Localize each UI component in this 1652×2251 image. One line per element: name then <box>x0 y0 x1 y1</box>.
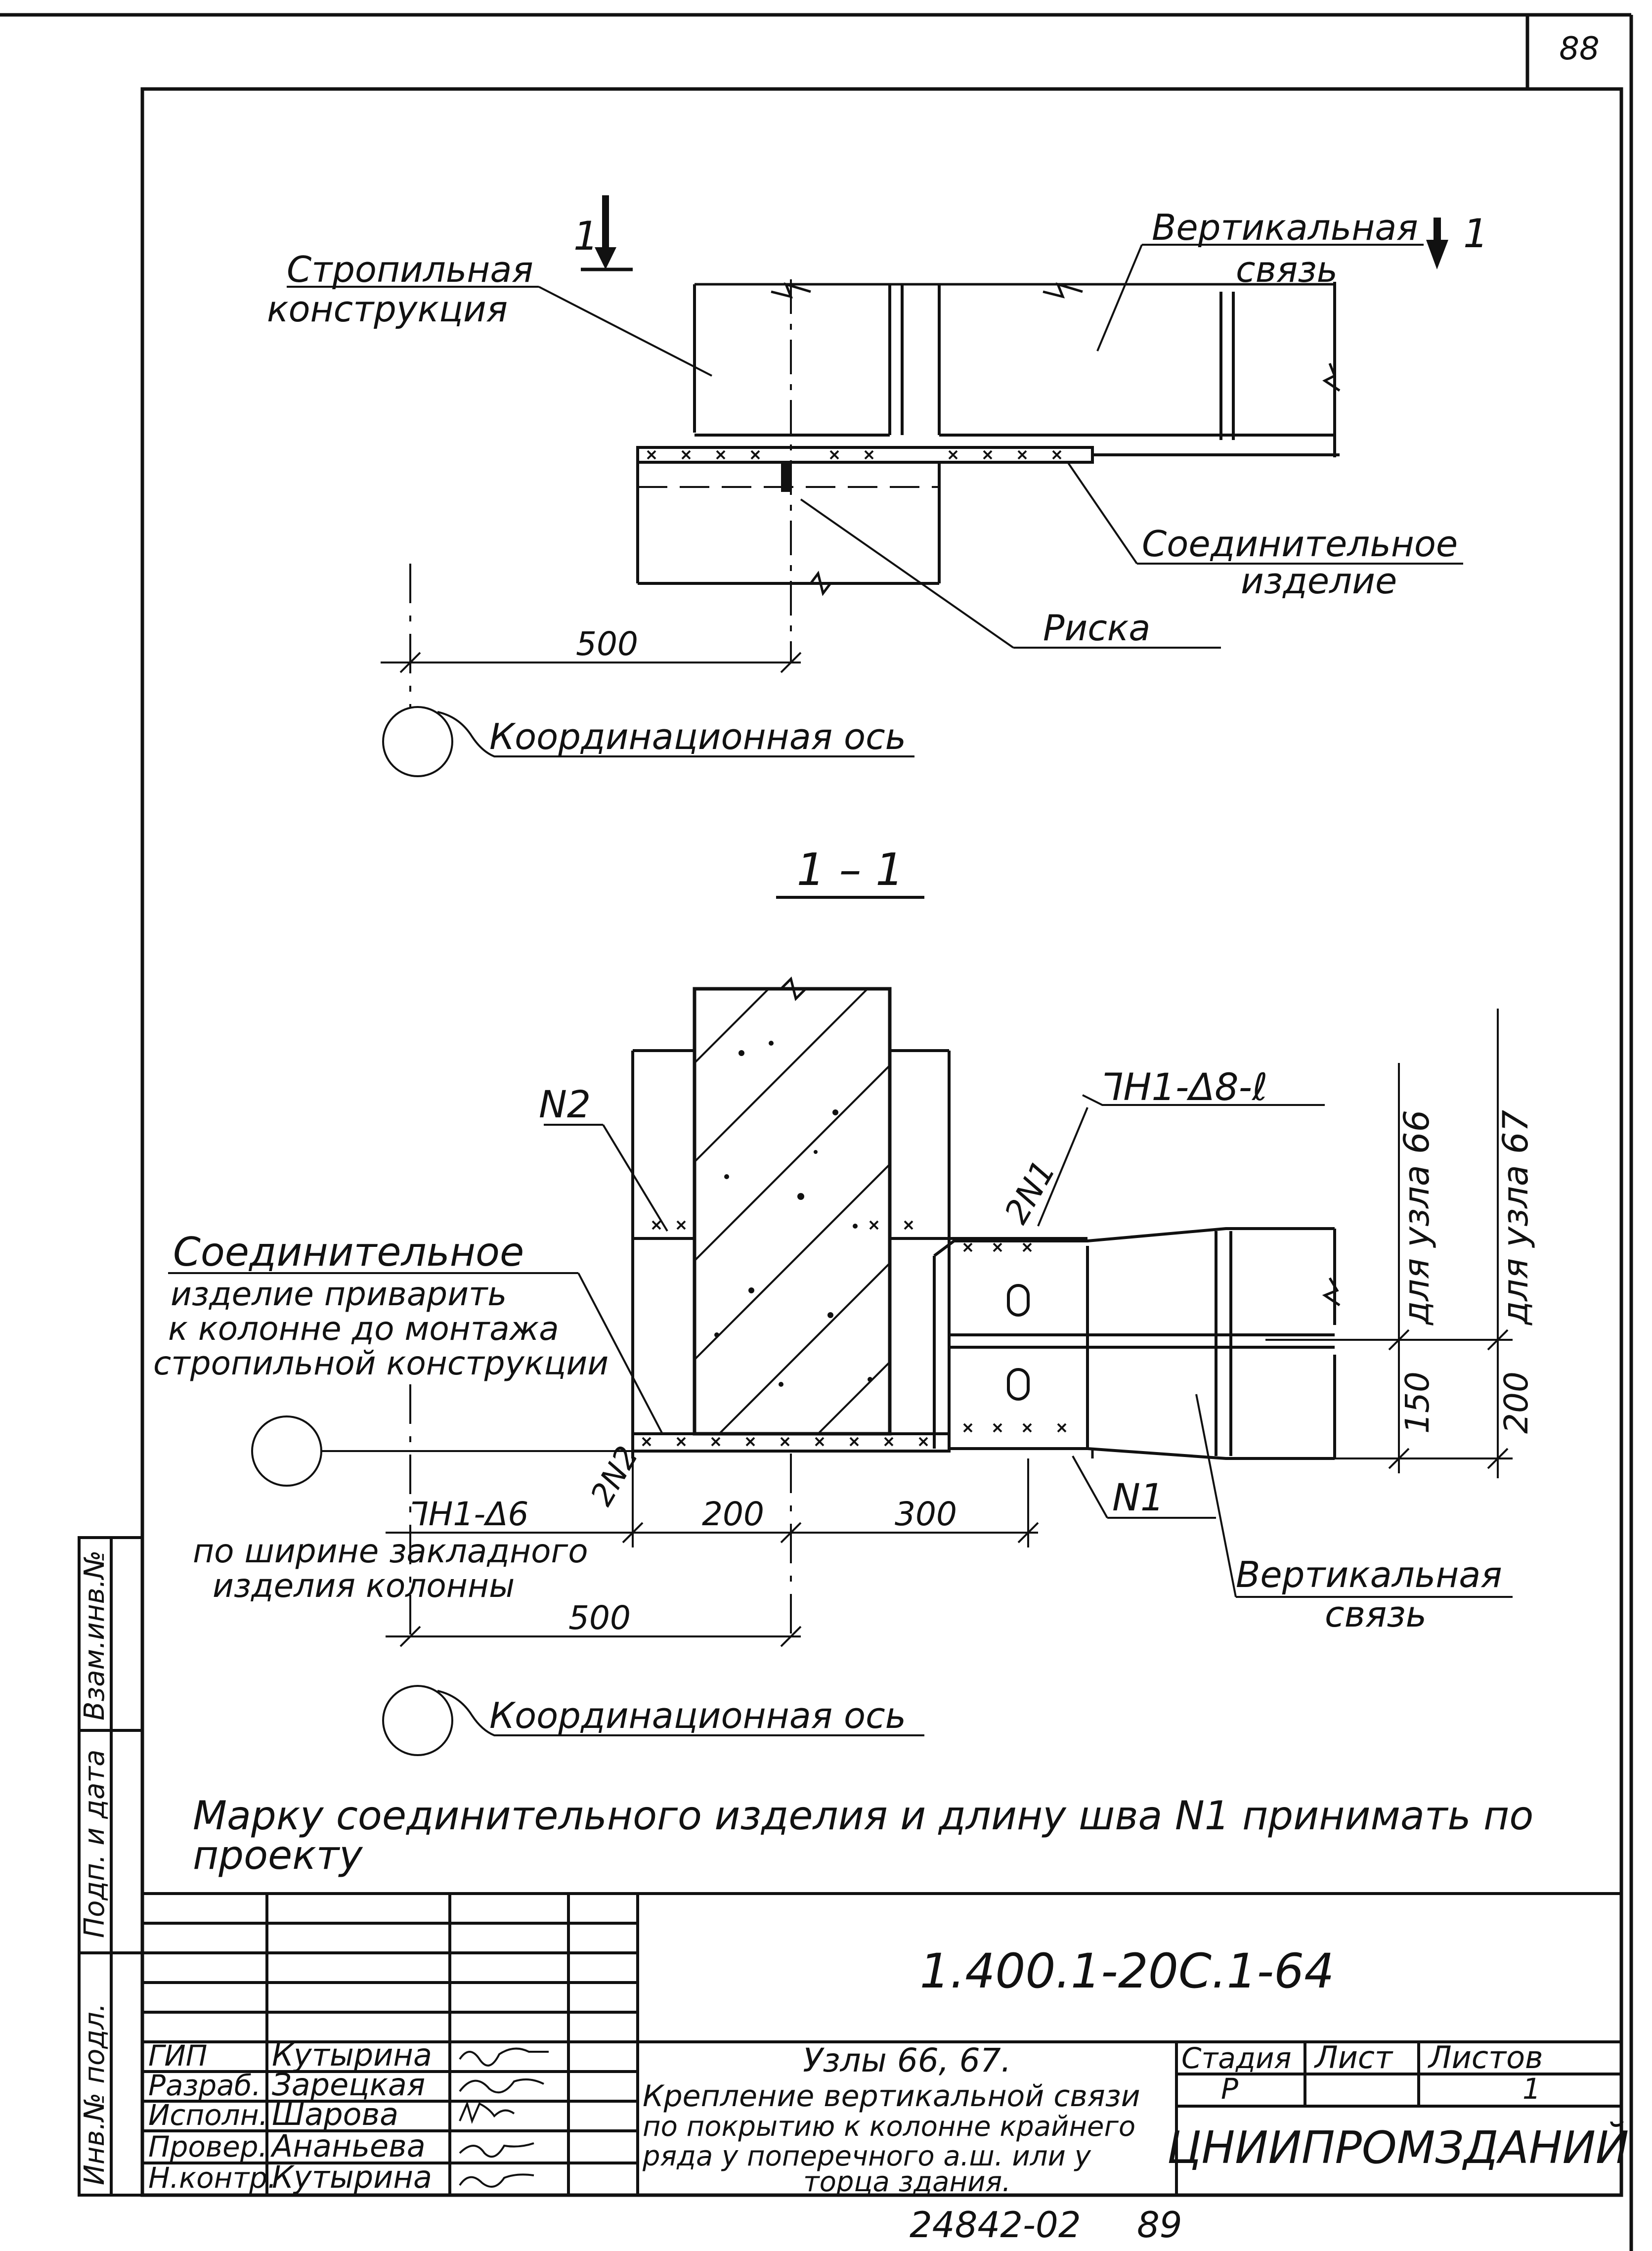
designation: 1.400.1-20С.1-64 <box>920 1943 1335 1999</box>
handwritten-signatures <box>459 2047 549 2188</box>
note-line-2: проекту <box>193 1832 363 1878</box>
risk-mark <box>781 462 792 492</box>
concrete-column <box>693 987 892 1436</box>
plan-view: 1 1 Стропильная конструкция Вертикальная… <box>267 195 1488 777</box>
dim-200: 200 <box>702 1495 764 1533</box>
plan-label-rafter-l2: конструкция <box>267 288 508 330</box>
plan-label-mark: Риска <box>1043 607 1150 649</box>
name-prover: Ананьева <box>270 2128 426 2164</box>
label-weld-bottom: ⅂Н1-Δ6 <box>410 1495 528 1533</box>
dim-node66: для узла 66 <box>1396 1110 1437 1325</box>
plan-label-vbrace-l1: Вертикальная <box>1152 207 1418 248</box>
plan-label-axis: Координационная ось <box>489 716 906 757</box>
concrete-aggregate <box>714 1041 872 1387</box>
dim-200-right: 200 <box>1497 1371 1535 1434</box>
title-line-5: торца здания. <box>803 2166 1011 2198</box>
role-razrab: Разраб. <box>148 2069 261 2102</box>
plan-label-conn-l2: изделие <box>1241 560 1397 602</box>
title-line-1: Узлы 66, 67. <box>803 2041 1011 2079</box>
name-gip: Кутырина <box>272 2037 432 2073</box>
label-vbrace-l2: связь <box>1325 1593 1427 1635</box>
sheet-header: Лист <box>1314 2039 1393 2075</box>
label-vbrace-l1: Вертикальная <box>1236 1554 1502 1595</box>
dim-300: 300 <box>895 1495 957 1533</box>
section-label-axis: Координационная ось <box>489 1695 906 1736</box>
label-width-l1: по ширине закладного <box>193 1532 588 1570</box>
cut-mark-left: 1 <box>573 213 599 259</box>
label-n1: N1 <box>1112 1475 1164 1519</box>
title-line-2: Крепление вертикальной связи <box>643 2079 1140 2114</box>
label-conn-l1: Соединительное <box>173 1229 524 1275</box>
side-stamp-cell3: Инв.№ подл. <box>79 2003 111 2185</box>
section-dim-500: 500 <box>568 1599 631 1637</box>
plan-label-conn-l1: Соединительное <box>1142 523 1458 565</box>
organization: ЦНИИПРОМЗДАНИЙ <box>1167 2121 1629 2174</box>
label-n2: N2 <box>539 1082 591 1126</box>
drawing-title: Узлы 66, 67. Крепление вертикальной связ… <box>642 2041 1140 2198</box>
label-conn-l4: стропильной конструкции <box>153 1344 609 1382</box>
name-nkontr: Кутырина <box>272 2159 432 2195</box>
dim-150: 150 <box>1398 1371 1436 1434</box>
section-weld-marks <box>642 1220 1067 1447</box>
label-conn-l3: к колонне до монтажа <box>168 1310 559 1348</box>
note-line-1: Марку соединительного изделия и длину шв… <box>193 1793 1533 1839</box>
name-ispoln: Шарова <box>272 2096 398 2132</box>
section-view: для узла 66 для узла 67 150 200 N2 ⅂Н1-Δ… <box>153 976 1536 1756</box>
plan-label-rafter-l1: Стропильная <box>287 249 533 290</box>
cut-mark-right: 1 <box>1463 211 1488 257</box>
side-stamp-cell2: Подп. и дата <box>79 1750 111 1938</box>
footer-page: 89 <box>1137 2204 1182 2246</box>
stage-header: Стадия <box>1181 2041 1292 2075</box>
side-stamp-cell1: Взам.инв.№ <box>79 1550 111 1721</box>
side-stamp <box>78 1536 144 2197</box>
role-ispoln: Исполн. <box>148 2098 268 2132</box>
plan-dim-500: 500 <box>576 625 638 663</box>
label-width-l2: изделия колонны <box>213 1567 515 1605</box>
label-weld-top: ⅂Н1-Δ8-ℓ <box>1102 1065 1267 1109</box>
role-nkontr: Н.контр. <box>148 2161 277 2195</box>
stage-value: Р <box>1221 2072 1238 2106</box>
sheet-frame <box>0 13 1633 2251</box>
sheets-header: Листов <box>1428 2039 1543 2075</box>
label-conn-l2: изделие приварить <box>171 1275 507 1313</box>
plan-label-vbrace-l2: связь <box>1236 249 1338 290</box>
dim-node67: для узла 67 <box>1495 1110 1536 1325</box>
sheets-value: 1 <box>1522 2072 1541 2106</box>
footer-code: 24842-02 <box>910 2204 1081 2246</box>
plan-weld-marks <box>647 450 1062 460</box>
title-line-3: по покрытию к колонне крайнего <box>643 2111 1135 2143</box>
title-block-grid <box>142 1892 1621 2195</box>
name-razrab: Зарецкая <box>272 2067 425 2103</box>
column-hatching <box>694 988 891 1435</box>
signature-table: ГИП Разраб. Исполн. Провер. Н.контр. Кут… <box>148 2037 432 2195</box>
section-title: 1 – 1 <box>797 844 904 896</box>
role-prover: Провер. <box>148 2130 267 2163</box>
title-line-4: ряда у поперечного а.ш. или у <box>642 2140 1091 2172</box>
role-gip: ГИП <box>148 2039 207 2073</box>
page-number: 88 <box>1559 31 1599 67</box>
